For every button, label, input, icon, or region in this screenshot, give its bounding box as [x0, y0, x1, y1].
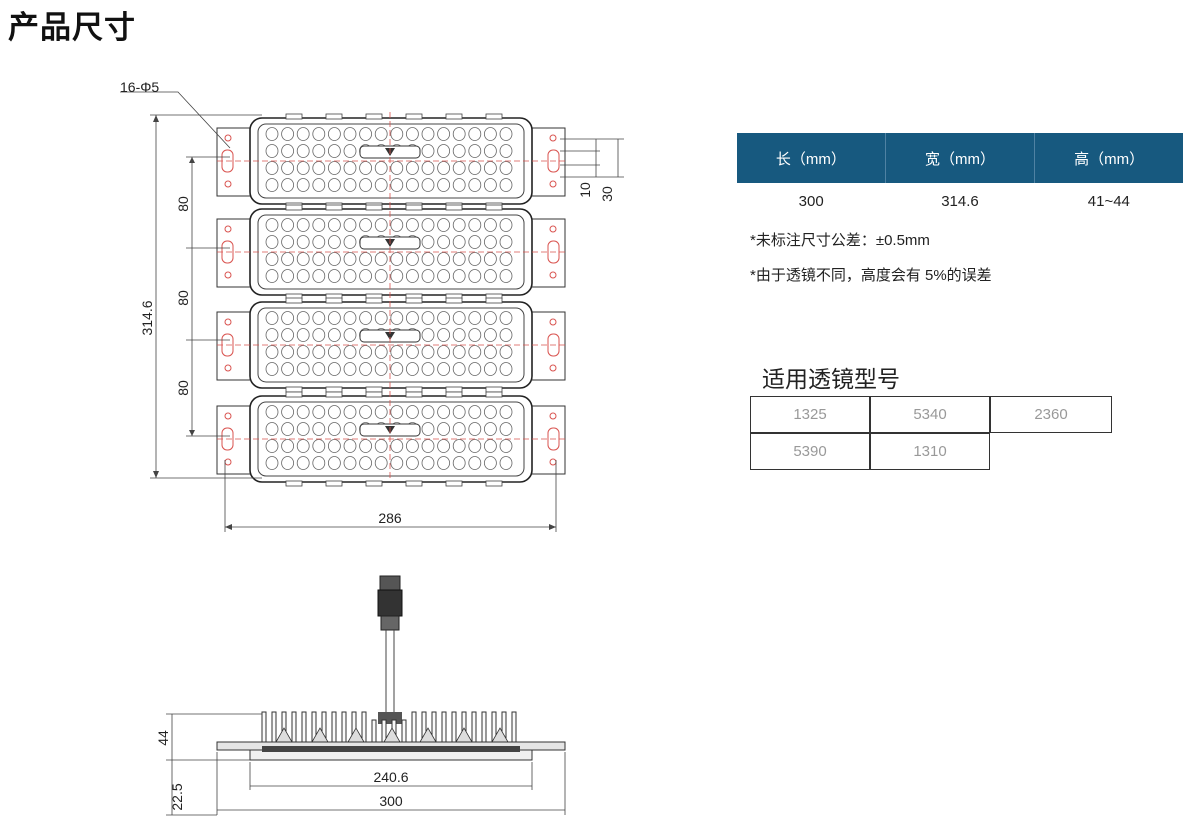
- led-module: [216, 204, 566, 300]
- spec-value-length: 300: [798, 192, 824, 210]
- heat-sink-fin: [331, 711, 337, 743]
- spec-table: 长（mm） 宽（mm） 高（mm） 300 314.6 41~44: [737, 133, 1183, 219]
- spec-header-height: 高（mm）: [1034, 133, 1183, 183]
- spec-header-width: 宽（mm）: [885, 133, 1036, 183]
- heat-sink-fin: [401, 719, 407, 743]
- side-inner-width-label: 240.6: [373, 769, 408, 785]
- lens-model-cell: 5340: [870, 396, 990, 433]
- heat-sink-fin: [261, 711, 267, 743]
- side-bump: [275, 727, 293, 743]
- total-height-label: 314.6: [139, 300, 155, 335]
- side-small-label: 10: [577, 182, 593, 198]
- heat-sink-fin: [381, 719, 387, 743]
- hole-callout-label: 16-Φ5: [120, 79, 159, 95]
- pitch-label-3: 80: [175, 380, 191, 396]
- tolerance-note: *未标注尺寸公差：±0.5mm: [750, 232, 930, 249]
- dimension-lines: [120, 91, 624, 532]
- side-total-width-label: 300: [379, 793, 403, 809]
- arrow-heads: [153, 115, 556, 530]
- heat-sink-fin: [291, 711, 297, 743]
- lens-model-cell: 2360: [990, 396, 1112, 433]
- spec-value-height: 41~44: [1087, 192, 1130, 210]
- heat-sink-fin: [511, 711, 517, 743]
- side-bump: [455, 727, 473, 743]
- led-module: [216, 297, 566, 393]
- spec-value-width: 314.6: [941, 192, 979, 210]
- led-module: [216, 113, 566, 209]
- heat-sink-fin: [481, 711, 487, 743]
- side-view: 44 22.5 240.6 300: [155, 575, 566, 816]
- led-module: [216, 391, 566, 487]
- side-base-label: 22.5: [169, 783, 185, 810]
- spec-header-length: 长（mm）: [737, 133, 886, 183]
- heat-sink-fin: [301, 711, 307, 743]
- pitch-label-2: 80: [175, 290, 191, 306]
- side-large-label: 30: [599, 186, 615, 202]
- lens-model-cell: 1325: [750, 396, 870, 433]
- heat-sink-fin: [411, 711, 417, 743]
- lens-model-cell: 5390: [750, 433, 870, 470]
- heat-sink-fin: [371, 719, 377, 743]
- lens-model-cell: 1310: [870, 433, 990, 470]
- heat-sink-fin: [271, 711, 277, 743]
- bottom-width-label: 286: [378, 510, 402, 526]
- lens-section-title: 适用透镜型号: [762, 366, 900, 392]
- heat-sink-fin: [361, 711, 367, 743]
- height-variation-note: *由于透镜不同，高度会有 5%的误差: [750, 267, 992, 284]
- side-height-label: 44: [155, 730, 171, 746]
- page-title: 产品尺寸: [8, 10, 136, 46]
- heat-sink-fin: [451, 711, 457, 743]
- module-group: [216, 113, 566, 487]
- heat-sink-fin: [441, 711, 447, 743]
- heat-sink-fin: [341, 711, 347, 743]
- pitch-label-1: 80: [175, 196, 191, 212]
- heat-sink-fin: [471, 711, 477, 743]
